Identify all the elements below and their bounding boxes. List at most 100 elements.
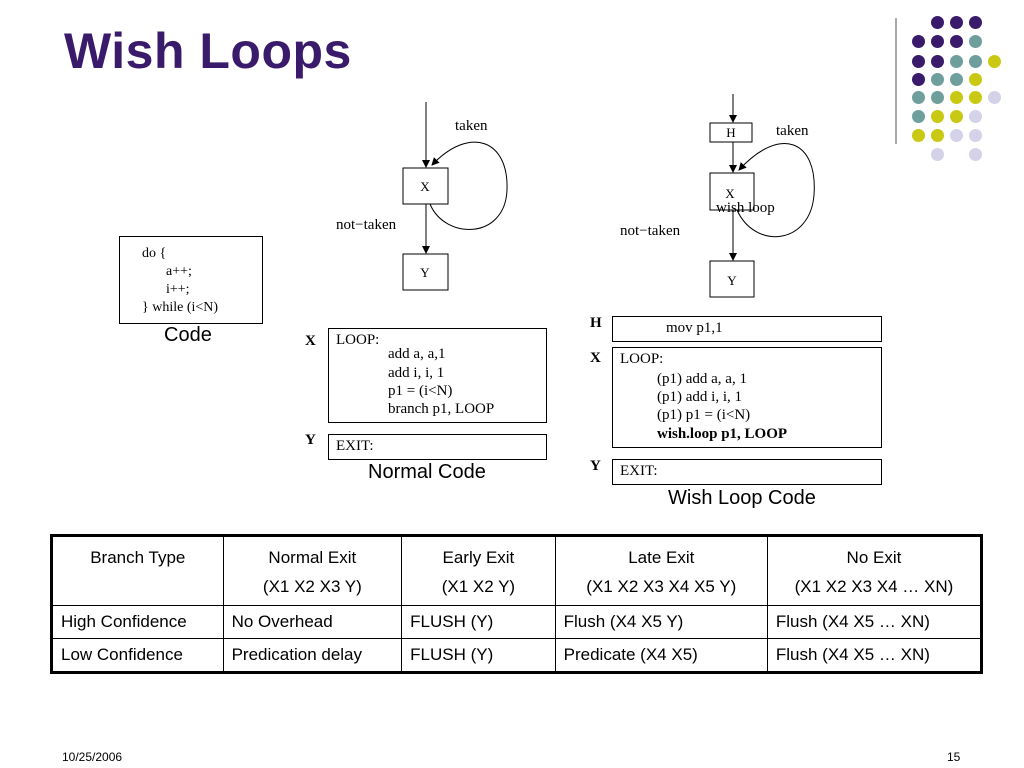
header-text: Normal Exit bbox=[268, 548, 357, 567]
code-box: do { a++; i++; } while (i<N) bbox=[119, 236, 263, 324]
code-line: EXIT: bbox=[620, 463, 658, 479]
code-line: EXIT: bbox=[336, 438, 374, 454]
header-cell: Normal Exit (X1 X2 X3 Y) bbox=[222, 535, 403, 606]
loop-back-edge bbox=[429, 141, 508, 230]
decorative-dot bbox=[912, 35, 925, 48]
code-line: (p1) add i, i, 1 bbox=[657, 389, 742, 405]
table-cell: Flush (X4 X5 … XN) bbox=[766, 638, 983, 673]
decorative-dot bbox=[931, 35, 944, 48]
table-cell: High Confidence bbox=[51, 605, 224, 639]
decorative-dot bbox=[931, 73, 944, 86]
wish-cfg: H X Y taken wish loop not−taken bbox=[620, 94, 815, 298]
decorative-dot bbox=[969, 73, 982, 86]
decorative-dot bbox=[988, 55, 1001, 68]
table-cell: Flush (X4 X5 … XN) bbox=[766, 605, 983, 639]
wish-h-label: H bbox=[590, 315, 602, 331]
code-line: do { bbox=[142, 246, 167, 261]
code-line: (p1) p1 = (i<N) bbox=[657, 407, 751, 423]
decorative-dot bbox=[931, 55, 944, 68]
slide-title: Wish Loops bbox=[64, 23, 352, 79]
wish-y-label: Y bbox=[590, 458, 601, 474]
wish-code-caption: Wish Loop Code bbox=[668, 487, 816, 509]
code-line: LOOP: bbox=[336, 332, 380, 348]
decorative-dot bbox=[950, 73, 963, 86]
decorative-dot bbox=[931, 16, 944, 29]
table-cell: Low Confidence bbox=[51, 638, 224, 673]
header-text: Late Exit bbox=[628, 548, 695, 567]
normal-loop-box: LOOP: add a, a,1 add i, i, 1 p1 = (i<N) … bbox=[328, 328, 547, 423]
normal-exit-box: EXIT: bbox=[328, 434, 547, 460]
table-cell: Predicate (X4 X5) bbox=[554, 638, 768, 673]
node-x bbox=[709, 172, 755, 211]
taken-label: taken bbox=[776, 123, 809, 139]
not-taken-label: not−taken bbox=[336, 217, 397, 233]
code-line: i++; bbox=[166, 282, 190, 297]
node-x-label: X bbox=[420, 179, 430, 194]
normal-code-caption: Normal Code bbox=[368, 461, 486, 483]
decorative-dot bbox=[950, 129, 963, 142]
header-subtext: (X1 X2 X3 X4 X5 Y) bbox=[586, 577, 737, 596]
decorative-dot bbox=[931, 110, 944, 123]
code-line: } while (i<N) bbox=[142, 300, 219, 315]
decorative-dot bbox=[950, 16, 963, 29]
wish-exit-box: EXIT: bbox=[612, 459, 882, 485]
code-line: LOOP: bbox=[620, 351, 664, 367]
decorative-dot bbox=[988, 91, 1001, 104]
node-y-label: Y bbox=[420, 265, 430, 280]
code-line: a++; bbox=[166, 264, 192, 279]
table-cell: Flush (X4 X5 Y) bbox=[554, 605, 768, 639]
table-cell: No Overhead bbox=[222, 605, 403, 639]
footer-page-number: 15 bbox=[947, 750, 961, 764]
table-cell: FLUSH (Y) bbox=[401, 638, 556, 673]
wish-x-label: X bbox=[590, 350, 601, 366]
divider-line bbox=[895, 18, 897, 144]
table-header-row: Branch Type Normal Exit (X1 X2 X3 Y) Earl… bbox=[51, 535, 983, 606]
table-row: Low Confidence Predication delay FLUSH (… bbox=[51, 638, 983, 673]
table-row: High Confidence No Overhead FLUSH (Y) Fl… bbox=[51, 605, 983, 639]
normal-x-label: X bbox=[305, 333, 316, 349]
header-text: Early Exit bbox=[442, 548, 515, 567]
decorative-dot bbox=[912, 110, 925, 123]
header-subtext: (X1 X2 X3 X4 … XN) bbox=[794, 577, 954, 596]
not-taken-label: not−taken bbox=[620, 223, 681, 239]
node-x bbox=[402, 167, 449, 205]
decorative-dot bbox=[969, 148, 982, 161]
decorative-dot bbox=[969, 55, 982, 68]
node-y bbox=[709, 260, 755, 298]
footer-date: 10/25/2006 bbox=[62, 750, 123, 764]
code-line: (p1) add a, a, 1 bbox=[657, 371, 747, 387]
header-subtext: (X1 X2 X3 Y) bbox=[262, 577, 362, 596]
decorative-dot bbox=[969, 16, 982, 29]
code-line: p1 = (i<N) bbox=[388, 383, 453, 399]
header-cell: No Exit(X1 X2 X3 X4 … XN) bbox=[766, 535, 983, 606]
decorative-dot bbox=[969, 91, 982, 104]
header-cell: Branch Type bbox=[51, 535, 224, 606]
decorative-dot bbox=[912, 55, 925, 68]
normal-cfg: X Y taken not−taken bbox=[336, 102, 508, 291]
table-cell: FLUSH (Y) bbox=[401, 605, 556, 639]
decorative-dot bbox=[950, 55, 963, 68]
node-y bbox=[402, 253, 449, 291]
wish-h-box: mov p1,1 bbox=[612, 316, 882, 342]
wish-loop-box: LOOP: (p1) add a, a, 1 (p1) add i, i, 1 … bbox=[612, 347, 882, 448]
header-subtext: (X1 X2 Y) bbox=[441, 577, 516, 596]
wish-loop-label: wish loop bbox=[716, 200, 775, 216]
branch-type-table: Branch Type Normal Exit (X1 X2 X3 Y) Earl… bbox=[50, 534, 983, 674]
decorative-dot bbox=[912, 129, 925, 142]
code-line: branch p1, LOOP bbox=[388, 401, 495, 417]
control-flow-graphs: X Y taken not−taken H X Y taken wish loo… bbox=[336, 94, 815, 298]
node-x-label: X bbox=[725, 186, 735, 201]
header-cell: Early Exit (X1 X2 Y) bbox=[401, 535, 556, 606]
code-caption: Code bbox=[164, 324, 212, 346]
decorative-dot bbox=[931, 148, 944, 161]
decorative-dot bbox=[969, 129, 982, 142]
code-line: wish.loop p1, LOOP bbox=[657, 426, 788, 442]
node-h-label: H bbox=[726, 125, 735, 140]
taken-label: taken bbox=[455, 118, 488, 134]
node-y-label: Y bbox=[727, 273, 737, 288]
table-cell: Predication delay bbox=[222, 638, 403, 673]
decorative-dot bbox=[950, 35, 963, 48]
header-text: Branch Type bbox=[90, 548, 186, 567]
decorative-dot bbox=[969, 35, 982, 48]
code-line: mov p1,1 bbox=[666, 320, 723, 336]
